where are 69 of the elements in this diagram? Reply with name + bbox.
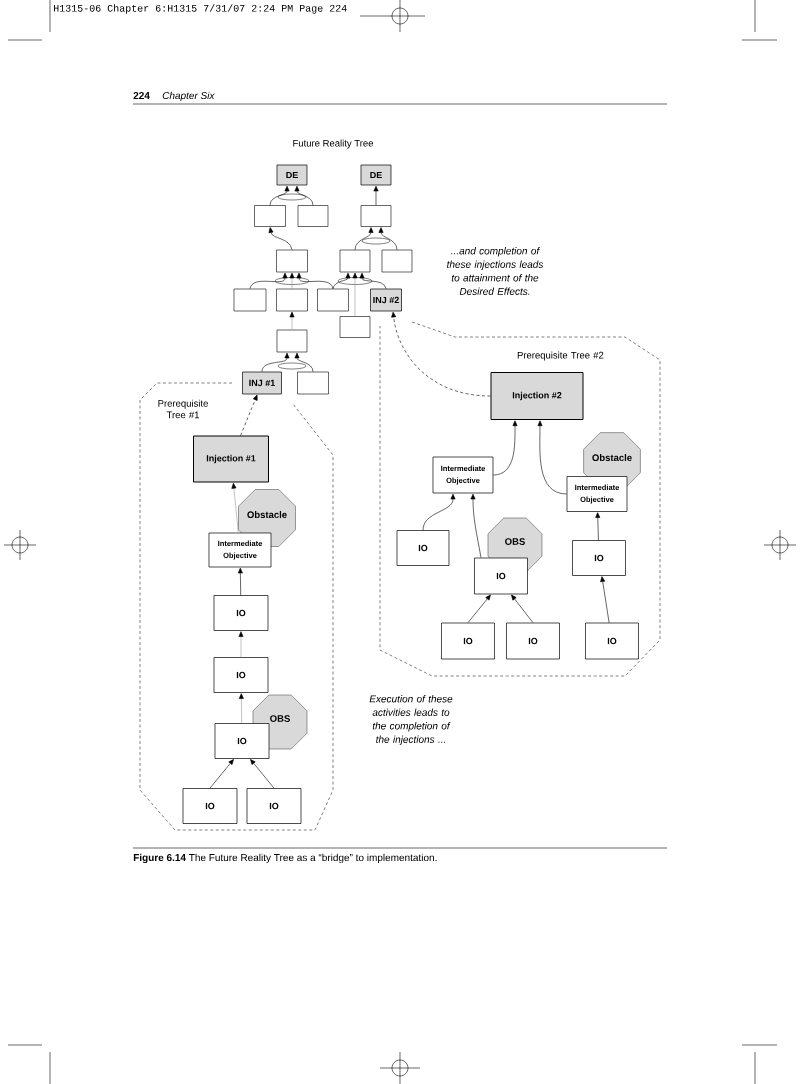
- arrow: [470, 493, 482, 558]
- box: [297, 205, 329, 227]
- print-slug: H1315-06 Chapter 6:H1315 7/31/07 2:24 PM Page 224: [54, 4, 347, 14]
- box: [276, 249, 308, 273]
- box: INJ #2: [370, 288, 402, 312]
- box: IO: [214, 723, 270, 759]
- arrow: [537, 420, 567, 495]
- arrow: [237, 567, 243, 596]
- note: Execution of these activities leads to the completion of the injections ...: [369, 695, 453, 745]
- box: [276, 329, 308, 353]
- arrow: [231, 482, 239, 533]
- running-head: Chapter Six: [162, 91, 215, 102]
- box: [297, 371, 329, 395]
- box: [254, 205, 286, 227]
- arrow: [422, 493, 456, 531]
- box: DE: [360, 164, 392, 186]
- arrow: [493, 420, 518, 476]
- box: [360, 205, 392, 227]
- arrow: [238, 631, 244, 658]
- box: [339, 249, 371, 273]
- arrow: [209, 759, 234, 789]
- page-number: 224: [133, 92, 150, 99]
- arrow: [391, 311, 491, 397]
- arrow: [373, 185, 379, 206]
- arrow: [332, 272, 351, 289]
- region-label: Prerequisite Tree #2: [517, 351, 604, 361]
- box: [317, 288, 349, 312]
- box: IO: [396, 530, 450, 566]
- diagram-title: Future Reality Tree: [293, 139, 374, 149]
- arrow: [296, 272, 334, 289]
- box: IO: [585, 622, 639, 660]
- arrow: [294, 352, 314, 372]
- arrow: [359, 272, 387, 289]
- box: DE: [276, 164, 308, 186]
- arrow: [352, 272, 358, 317]
- box: IO: [182, 788, 238, 824]
- box: IO: [213, 657, 269, 693]
- arrow: [354, 227, 374, 250]
- arrow: [250, 759, 275, 789]
- box: [339, 316, 371, 338]
- arrow: [600, 576, 610, 623]
- arrow: [378, 227, 398, 250]
- arrow: [294, 185, 314, 206]
- box: IO: [474, 557, 528, 595]
- arrow: [289, 311, 295, 330]
- box: [233, 288, 267, 312]
- box: IO: [213, 595, 269, 631]
- arrow: [240, 394, 258, 436]
- arrow: [238, 693, 244, 724]
- box: IO: [441, 622, 495, 660]
- region-label: Prerequisite Tree #1: [158, 399, 208, 419]
- arrow: [467, 594, 491, 623]
- box: IO: [246, 788, 302, 824]
- box: IO: [572, 540, 626, 576]
- arrow: [261, 352, 290, 372]
- arrow: [289, 272, 295, 289]
- caption: Figure 6.14 The Future Reality Tree as a “bridge” to implementation.: [133, 853, 437, 864]
- note: ...and completion of these injections leads to attainment of the Desired Effects.: [447, 247, 544, 295]
- box: [381, 249, 413, 273]
- arrow: [595, 512, 601, 541]
- arrow: [269, 185, 290, 206]
- injection-box: Injection #2: [490, 372, 584, 420]
- box: IO: [506, 622, 560, 660]
- box: [276, 288, 308, 312]
- arrow: [268, 227, 293, 250]
- arrow: [249, 272, 288, 289]
- injection-box: Injection #1: [193, 435, 269, 483]
- arrow: [511, 594, 534, 623]
- box: INJ #1: [242, 371, 282, 395]
